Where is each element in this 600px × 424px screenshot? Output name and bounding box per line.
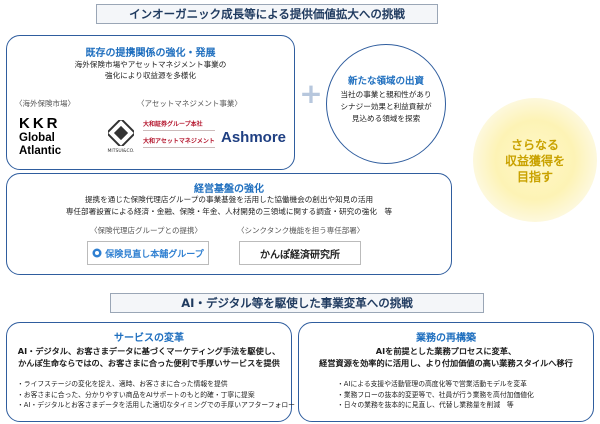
management-line-2: 専任部署設置による経済・金融、保険・年金、人材開発の三領域に関する調査・研究の強… [65, 207, 393, 216]
mitsui-emblem-icon [108, 120, 134, 146]
tag-overseas-market: 〈海外保険市場〉 [15, 99, 75, 108]
existing-partnership-panel: 既存の提携関係の強化・発展 海外保険市場やアセットマネジメント事業の 強化により… [6, 35, 295, 170]
kkr-global-atlantic-logo: KKR Global Atlantic [19, 116, 101, 164]
tag-think-tank: 〈シンクタンク機能を担う専任部署〉 [237, 226, 365, 235]
ashmore-logo: Ashmore [221, 129, 287, 146]
operations-line-1: AIを前提とした業務プロセスに変革、 [375, 346, 517, 356]
new-area-title: 新たな領域の出資 [347, 76, 424, 87]
hoken-minaoshi-logo: 保険見直し本舗グループ [87, 241, 209, 265]
service-transformation-panel: サービスの変革 AI・デジタル、お客さまデータに基づくマーケティング手法を駆使し… [6, 322, 309, 422]
operations-bullet-list: ・AIによる支援や活動管理の高度化等で営業活動モデルを変革 ・業務フローの抜本的… [337, 379, 534, 411]
plus-icon: + [299, 77, 323, 110]
new-area-circle: 新たな領域の出資 当社の事業と親和性があり シナジー効果と利益貢献が 見込める領… [326, 44, 446, 164]
management-foundation-panel: 経営基盤の強化 提携を通じた保険代理店グループの事業基盤を活用した協働機会の創出… [6, 173, 452, 275]
daiwa-asset-logo: 大和アセットマネジメント [143, 137, 215, 148]
goal-circle: さらなる 収益獲得を 目指す [473, 98, 597, 222]
operations-title: 業務の再構築 [416, 333, 476, 344]
new-area-line-3: 見込める領域を探索 [351, 114, 421, 123]
daiwa-securities-logo: 大和証券グループ本社 [143, 120, 215, 131]
hoken-minaoshi-mark-icon [92, 248, 102, 258]
kanpo-research-logo: かんぽ経済研究所 [239, 241, 361, 265]
mitsui-subtext: MITSUI&CO. [107, 149, 135, 154]
operations-bullet: ・AIによる支援や活動管理の高度化等で営業活動モデルを変革 [337, 380, 527, 388]
new-area-line-1: 当社の事業と親和性があり [340, 90, 432, 99]
daiwa-logo-group: 大和証券グループ本社 大和アセットマネジメント [143, 120, 215, 160]
tag-asset-management: 〈アセットマネジメント事業〉 [137, 99, 242, 108]
service-bullet: ・お客さまに合った、分かりやすい商品をAIサポートのもと的確・丁寧に提案 [17, 390, 255, 399]
existing-title: 既存の提携関係の強化・発展 [85, 48, 216, 59]
goal-line-1: さらなる [510, 138, 559, 152]
service-bullet: ・AI・デジタルとお客さまデータを活用した適切なタイミングでの手厚いアフターフォ… [17, 401, 309, 409]
goal-line-3: 目指す [516, 170, 553, 184]
service-line-1: AI・デジタル、お客さまデータに基づくマーケティング手法を駆使し、 [17, 346, 281, 356]
service-bullet: ・ライフステージの変化を捉え、適時、お客さまに合った情報を提供 [17, 380, 228, 388]
operations-line-2: 経営資源を効率的に活用し、より付加価値の高い業務スタイルへ移行 [319, 358, 573, 368]
global-atlantic-line-1: Global [19, 132, 55, 144]
global-atlantic-line-2: Atlantic [19, 145, 62, 157]
goal-line-2: 収益獲得を [504, 154, 565, 168]
kanpo-research-text: かんぽ経済研究所 [260, 249, 340, 261]
operations-bullet: ・業務フローの抜本的変更等で、社員が行う業務を高付加価値化 [337, 390, 534, 399]
service-title: サービスの変革 [114, 333, 184, 344]
service-line-2: かんぽ生命ならではの、お客さまに合った便利で手厚いサービスを提供 [18, 358, 280, 368]
bottom-banner: AI・デジタル等を駆使した事業変革への挑戦 [110, 293, 484, 313]
management-title: 経営基盤の強化 [194, 184, 264, 195]
existing-line-1: 海外保険市場やアセットマネジメント事業の [74, 60, 227, 69]
management-line-1: 提携を通じた保険代理店グループの事業基盤を活用した協働機会の創出や知見の活用 [84, 195, 374, 204]
existing-line-2: 強化により収益源を多様化 [105, 71, 196, 80]
operations-bullet: ・日々の業務を抜本的に見直し、代替し業務量を削減 等 [337, 401, 514, 409]
service-bullet-list: ・ライフステージの変化を捉え、適時、お客さまに合った情報を提供 ・お客さまに合っ… [17, 379, 309, 411]
operations-restructuring-panel: 業務の再構築 AIを前提とした業務プロセスに変革、 経営資源を効率的に活用し、よ… [298, 322, 594, 422]
new-area-line-2: シナジー効果と利益貢献が [340, 102, 432, 111]
bottom-banner-text: AI・デジタル等を駆使した事業変革への挑戦 [181, 296, 413, 310]
mitsui-logo: MITSUI&CO. [104, 120, 138, 160]
top-banner: インオーガニック成長等による提供価値拡大への挑戦 [96, 4, 438, 24]
top-banner-text: インオーガニック成長等による提供価値拡大への挑戦 [129, 7, 405, 21]
tag-agency-partnership: 〈保険代理店グループとの提携〉 [90, 226, 202, 235]
hoken-minaoshi-text: 保険見直し本舗グループ [105, 249, 204, 260]
kkr-text: KKR [19, 115, 61, 132]
